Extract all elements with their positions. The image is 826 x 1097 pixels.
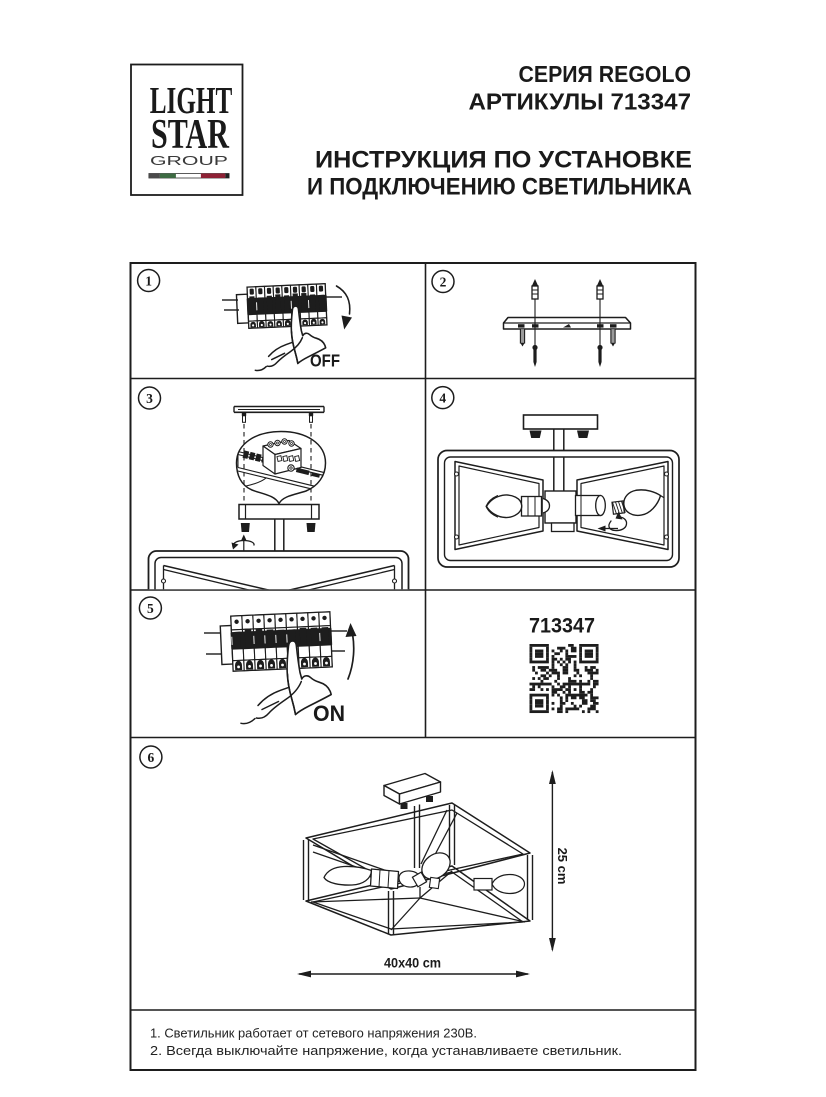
svg-text:6: 6 [148, 750, 155, 765]
svg-text:STAR: STAR [151, 112, 229, 158]
svg-text:25 cm: 25 cm [555, 848, 570, 885]
svg-text:GROUP: GROUP [150, 153, 228, 168]
svg-text:713347: 713347 [529, 615, 595, 638]
svg-text:5: 5 [147, 601, 154, 616]
svg-text:3: 3 [146, 391, 153, 406]
svg-text:1. Светильник работает от сете: 1. Светильник работает от сетевого напря… [150, 1026, 477, 1041]
svg-text:LIGHT: LIGHT [150, 80, 233, 122]
svg-text:1: 1 [145, 273, 152, 288]
svg-text:2: 2 [440, 274, 447, 289]
svg-text:2. Всегда выключайте напряжени: 2. Всегда выключайте напряжение, когда у… [150, 1043, 622, 1058]
svg-text:40x40 cm: 40x40 cm [384, 956, 441, 971]
svg-text:ON: ON [313, 701, 345, 726]
svg-text:АРТИКУЛЫ 713347: АРТИКУЛЫ 713347 [469, 89, 692, 115]
svg-text:СЕРИЯ REGOLO: СЕРИЯ REGOLO [519, 61, 692, 87]
svg-text:4: 4 [439, 390, 446, 405]
svg-text:ИНСТРУКЦИЯ ПО УСТАНОВКЕ: ИНСТРУКЦИЯ ПО УСТАНОВКЕ [315, 146, 692, 173]
svg-text:И ПОДКЛЮЧЕНИЮ СВЕТИЛЬНИКА: И ПОДКЛЮЧЕНИЮ СВЕТИЛЬНИКА [307, 174, 692, 201]
svg-text:OFF: OFF [310, 351, 340, 371]
